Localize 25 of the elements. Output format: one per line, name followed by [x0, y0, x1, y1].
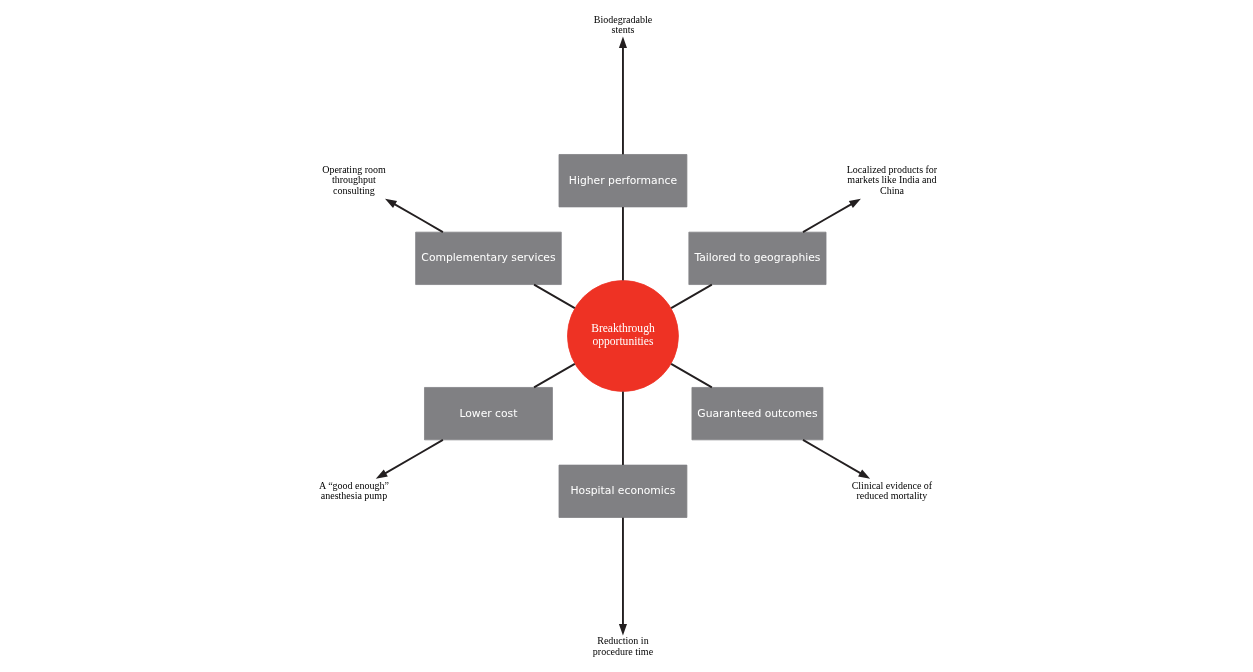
connector	[621, 390, 624, 466]
node-text: Clinical evidence of reduced mortality	[851, 479, 932, 502]
arrow	[801, 198, 861, 234]
arrow	[801, 438, 870, 479]
node-text: Localized products for markets like India and China	[846, 163, 937, 197]
node-box: Guaranteed outcomes	[691, 387, 823, 441]
arrow	[384, 198, 444, 234]
node-box: Lower cost	[423, 387, 553, 441]
node-text: Reduction in procedure time	[592, 634, 653, 657]
connector	[532, 362, 576, 389]
node-text: Operating room throughput consulting	[321, 163, 386, 197]
connector	[532, 283, 576, 310]
connector	[669, 362, 713, 389]
connector	[621, 206, 624, 282]
node-text: A “good enough” anesthesia pump	[318, 479, 389, 502]
node-box: Complementary services	[414, 231, 562, 285]
node-circle: Breakthrough opportunities	[566, 280, 679, 392]
arrow	[375, 438, 444, 479]
arrow	[618, 36, 627, 156]
node-box: Higher performance	[558, 154, 687, 208]
node-box: Hospital economics	[558, 464, 687, 518]
connector	[669, 283, 713, 310]
node-box: Tailored to geographies	[687, 231, 826, 285]
node-text: Biodegradable stents	[593, 13, 652, 36]
arrow	[618, 516, 627, 636]
